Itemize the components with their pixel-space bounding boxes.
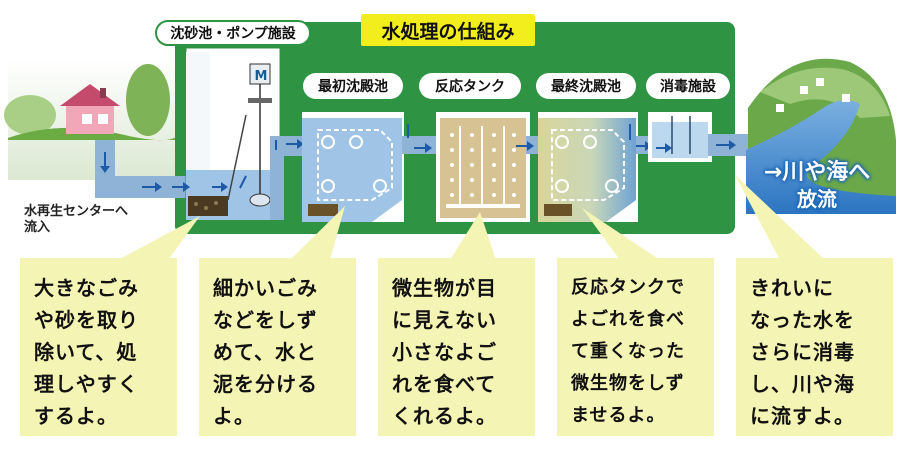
label-disinfection: 消毒施設 bbox=[646, 73, 730, 99]
callout-disinfection: きれいに なった水を さらに消毒 し、川や海 に流すよ。 bbox=[736, 258, 893, 436]
grit-pump-facility bbox=[172, 47, 284, 221]
label-final-sedimentation: 最終沈殿池 bbox=[536, 73, 636, 99]
primary-sedimentation-tank bbox=[302, 112, 404, 222]
callout-pointers bbox=[118, 175, 825, 260]
label-grit-pump-facility: 沈砂池・ポンプ施設 bbox=[155, 20, 311, 46]
pipe-to-primary bbox=[270, 136, 310, 156]
label-reaction-tank: 反応タンク bbox=[419, 73, 521, 99]
river-label-line1: →川や海へ bbox=[763, 160, 871, 185]
callout-final: 反応タンクで よごれを食べ て重くなった 微生物をしず ませるよ。 bbox=[557, 258, 714, 436]
river-label-line2: 放流 bbox=[797, 187, 837, 211]
pipe-to-reaction bbox=[402, 124, 440, 154]
disinfection-facility bbox=[648, 112, 712, 162]
label-primary-sedimentation: 最初沈殿池 bbox=[303, 73, 403, 99]
callout-reaction: 微生物が目 に見えない 小さなよご れを食べて くれるよ。 bbox=[378, 258, 535, 436]
callout-primary: 細かいごみ などをしず めて、水と 泥を分ける よ。 bbox=[199, 258, 356, 436]
inflow-pipe bbox=[95, 140, 190, 198]
diagram-title: 水処理の仕組み bbox=[361, 14, 535, 46]
final-sedimentation-tank bbox=[538, 112, 638, 222]
house-landscape bbox=[4, 60, 180, 180]
reaction-tank bbox=[436, 112, 530, 222]
callout-grit-pump: 大きなごみ や砂を取り 除いて、処 理しやすく するよ。 bbox=[20, 258, 177, 436]
river-label: →川や海へ 放流 bbox=[742, 160, 892, 212]
river-landscape bbox=[746, 58, 896, 214]
inflow-label: 水再生センターへ 流入 bbox=[24, 204, 129, 235]
outflow-pipe bbox=[708, 134, 754, 156]
motor-icon: M bbox=[255, 69, 268, 84]
pipe-to-final bbox=[516, 136, 540, 154]
